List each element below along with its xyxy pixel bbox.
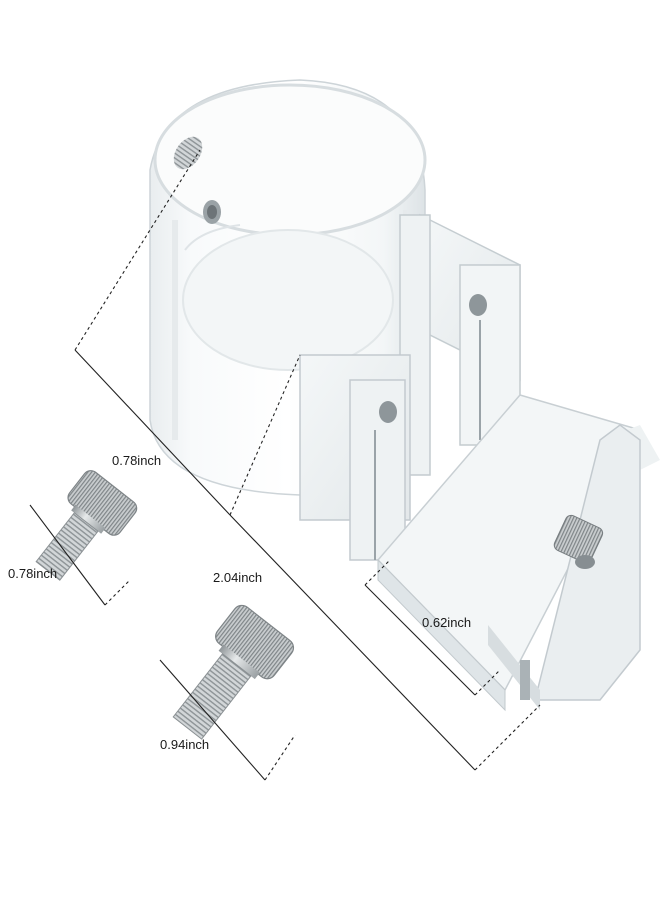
- ring-height-label: 0.78inch: [112, 453, 162, 468]
- thumb-screw-large: [172, 604, 295, 740]
- large-screw-length-label: 0.94inch: [160, 737, 210, 752]
- small-screw-length-label: 0.78inch: [8, 566, 58, 581]
- base-plate: [376, 394, 660, 712]
- slot-width-label: 0.62inch: [422, 615, 472, 630]
- thumb-screw-small: [35, 470, 138, 581]
- threaded-insert-icon: [553, 514, 604, 564]
- threaded-hole-icon: [173, 136, 221, 224]
- dimension-lines: [29, 149, 541, 781]
- overall-length-label: 2.04inch: [213, 570, 263, 585]
- rail-posts: [299, 213, 521, 561]
